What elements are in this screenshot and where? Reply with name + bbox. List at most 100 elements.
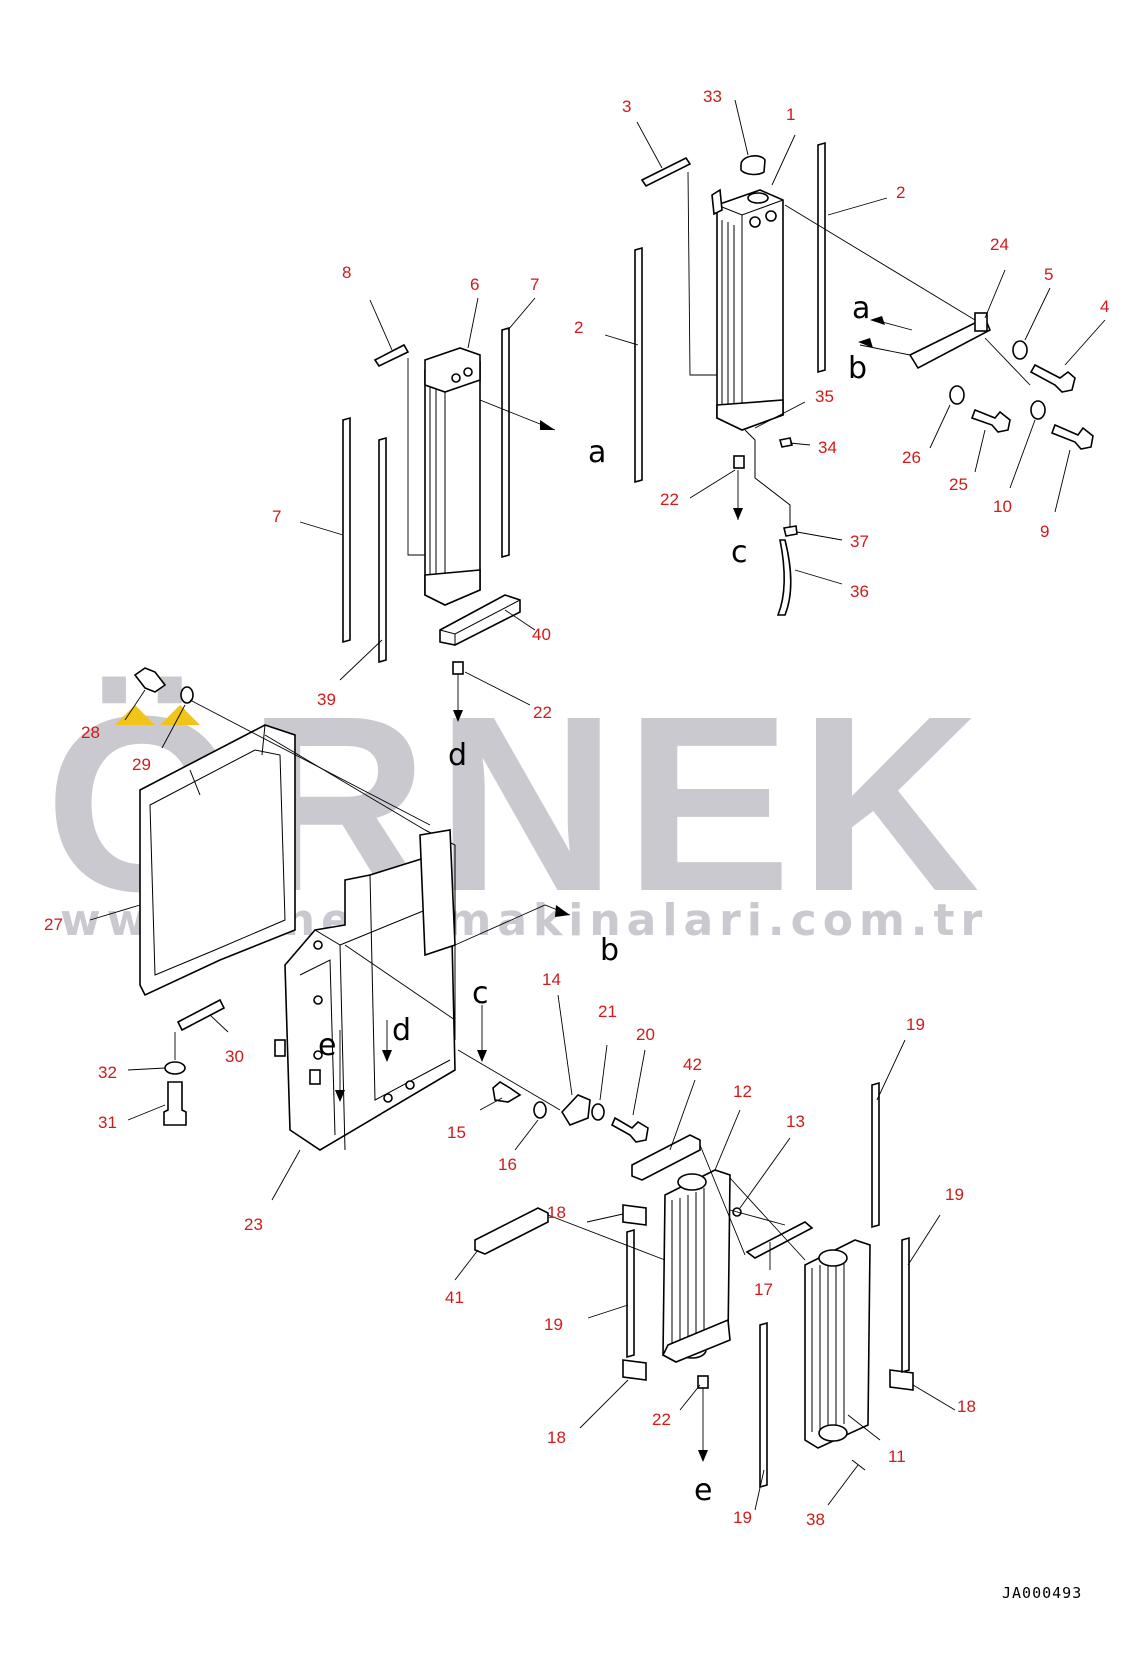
callout-leader-10	[1009, 419, 1036, 489]
callout-leader-11	[847, 1414, 881, 1441]
callout-29: 29	[132, 755, 151, 774]
callout-11: 11	[888, 1447, 906, 1466]
part-23-hole-4	[383, 1093, 393, 1103]
part-33-cap	[740, 155, 766, 176]
part-6-bottom-tank	[424, 569, 481, 606]
part-5-washer	[1012, 340, 1028, 360]
callout-leader-18-lower	[579, 1379, 629, 1429]
callout-37: 37	[850, 532, 869, 551]
callout-23: 23	[244, 1215, 263, 1234]
callout-leader-33	[734, 99, 749, 156]
callout-25: 25	[949, 475, 968, 494]
part-18-pad-right	[889, 1369, 914, 1391]
callout-labels: 1 2 2 3 4 5 6 7 7 8 9 10 11 12 13 14 15 …	[44, 87, 1109, 1529]
part-1-filler-neck	[747, 192, 769, 204]
callout-leader-13	[739, 1137, 791, 1209]
part-7-seal-strip-right	[501, 326, 510, 559]
callout-leader-12	[714, 1109, 741, 1171]
callout-32: 32	[98, 1063, 117, 1082]
callout-leader-4	[1064, 319, 1106, 366]
part-6-port-b	[463, 367, 473, 377]
part-23-hole-1	[313, 940, 323, 950]
callout-30: 30	[225, 1047, 244, 1066]
callout-leader-37	[796, 531, 843, 541]
leader-15-bracket	[457, 1049, 561, 1111]
part-1-bottom-tank	[716, 399, 784, 431]
arrow-b-lower	[555, 905, 570, 917]
part-22-plug-top	[733, 455, 745, 469]
callout-2-left: 2	[574, 318, 583, 337]
callout-leader-21	[599, 1044, 608, 1101]
callout-leader-5	[1024, 287, 1051, 341]
callout-24: 24	[990, 235, 1009, 254]
part-7-seal-strip-left	[342, 416, 351, 644]
callout-leader-18-upper	[586, 1213, 624, 1223]
callout-6: 6	[470, 275, 479, 294]
callout-leader-23	[271, 1149, 301, 1201]
part-27-opening	[149, 749, 286, 976]
lower-right-assembly	[457, 1049, 914, 1489]
part-12-fins	[671, 1188, 705, 1348]
part-24-bracket	[908, 316, 992, 370]
part-19-strip-d	[759, 1321, 768, 1489]
leader-a-b-upper	[784, 204, 976, 356]
part-39-seal-strip	[378, 436, 387, 664]
part-34-clip	[778, 437, 794, 448]
callout-leader-22-middle	[464, 671, 531, 706]
callout-22-lower: 22	[652, 1410, 671, 1429]
leader-10	[984, 337, 1031, 386]
part-36-hose	[776, 539, 792, 616]
callout-7-left: 7	[272, 507, 281, 526]
arrow-e-bottom	[698, 1450, 708, 1462]
callout-leader-1	[771, 134, 796, 186]
callout-36: 36	[850, 582, 869, 601]
callout-41: 41	[445, 1288, 464, 1307]
callout-1: 1	[786, 105, 795, 124]
callout-leader-15	[479, 1097, 503, 1111]
callout-leader-34	[789, 442, 811, 446]
callout-27: 27	[44, 915, 63, 934]
leader-13	[729, 1209, 786, 1226]
part-22-plug-middle	[452, 661, 464, 675]
part-19-strip-c	[901, 1236, 910, 1374]
part-1-edges	[716, 199, 784, 430]
part-11-cooler	[804, 1239, 871, 1449]
callout-18-lower: 18	[547, 1428, 566, 1447]
part-18-pad-lower	[622, 1359, 647, 1381]
part-40-block	[439, 594, 521, 646]
callout-leader-41	[454, 1249, 479, 1281]
part-37-clamp	[783, 525, 798, 537]
part-6-cooler-core	[424, 354, 481, 606]
part-11-top-port	[818, 1249, 848, 1267]
part-20-bolt	[610, 1116, 649, 1143]
callout-leader-9	[1054, 449, 1071, 513]
callout-leader-7-left	[299, 521, 344, 536]
callout-19-left: 19	[544, 1315, 563, 1334]
callout-26: 26	[902, 448, 921, 467]
part-23-frame	[284, 848, 456, 1151]
callout-9: 9	[1040, 522, 1049, 541]
callout-21: 21	[598, 1002, 617, 1021]
arrow-c-lower	[477, 1050, 487, 1062]
part-1-port-b	[765, 210, 777, 222]
callout-leader-3	[636, 121, 663, 169]
callout-leader-16	[514, 1119, 539, 1151]
part-41-block	[474, 1207, 549, 1255]
callout-18-upper: 18	[547, 1203, 566, 1222]
part-23-tab-left	[274, 1039, 286, 1057]
callout-5: 5	[1044, 265, 1053, 284]
part-6-top-tank	[424, 347, 481, 393]
part-3-seal-strip	[640, 156, 692, 188]
callout-leader-28	[124, 689, 146, 721]
part-24-bracket-tab	[974, 312, 988, 332]
part-6-fins	[429, 385, 437, 590]
part-2-seal-strip-right	[817, 141, 826, 374]
callout-leader-22-upper	[689, 469, 736, 499]
part-25-bolt	[970, 408, 1011, 433]
callout-leader-26	[929, 404, 951, 449]
leader-29-shroud	[189, 699, 431, 826]
callout-leader-19-left	[587, 1304, 629, 1319]
callout-12: 12	[733, 1082, 752, 1101]
part-42-block	[631, 1134, 701, 1181]
